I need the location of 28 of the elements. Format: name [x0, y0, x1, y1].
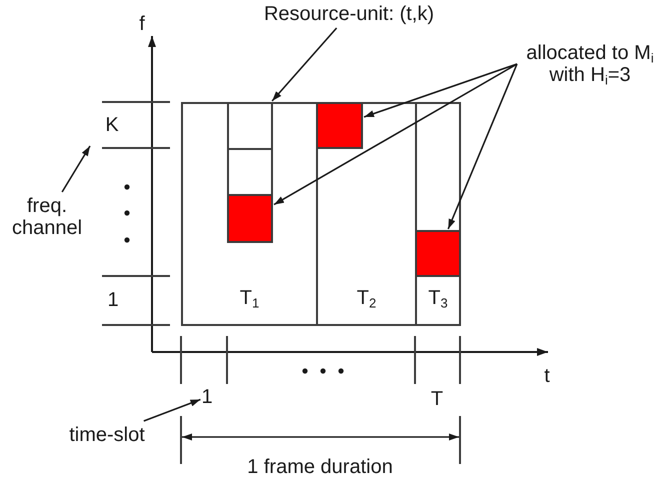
- callout-text: time-slot: [69, 424, 145, 446]
- channel-number: K: [105, 114, 119, 136]
- interval-label: T$_{3}$: [428, 287, 448, 309]
- axis-label: t: [544, 365, 550, 387]
- slot-number: 1: [201, 386, 213, 408]
- interval-label: T$_{1}$: [240, 287, 260, 309]
- channel-number: 1: [107, 289, 119, 311]
- allocated-cell: [415, 230, 461, 277]
- time-interval-region: [181, 102, 318, 326]
- interval-label: T$_{2}$: [356, 287, 376, 309]
- slot-number: T: [430, 388, 444, 410]
- callout-text: allocated to M$_{i}$ with H$_{i}$=3: [520, 42, 660, 86]
- resource-cell: [227, 148, 273, 196]
- resource-cell: [227, 102, 273, 150]
- allocated-cell: [316, 102, 363, 149]
- allocated-cell: [227, 194, 273, 243]
- leader-arrow: [274, 63, 518, 206]
- axis-label: f: [139, 13, 145, 35]
- leader-arrow: [364, 63, 518, 118]
- leader-arrow: [144, 398, 201, 422]
- dimension-label: 1 frame duration: [247, 456, 393, 478]
- callout-text: freq. channel: [7, 195, 87, 239]
- leader-arrow: [61, 146, 91, 192]
- time-interval-region: [415, 102, 461, 326]
- callout-text: Resource-unit: (t,k): [264, 3, 434, 25]
- time-interval-region: [316, 102, 417, 326]
- leader-arrow: [272, 27, 338, 102]
- leader-arrow: [447, 64, 518, 230]
